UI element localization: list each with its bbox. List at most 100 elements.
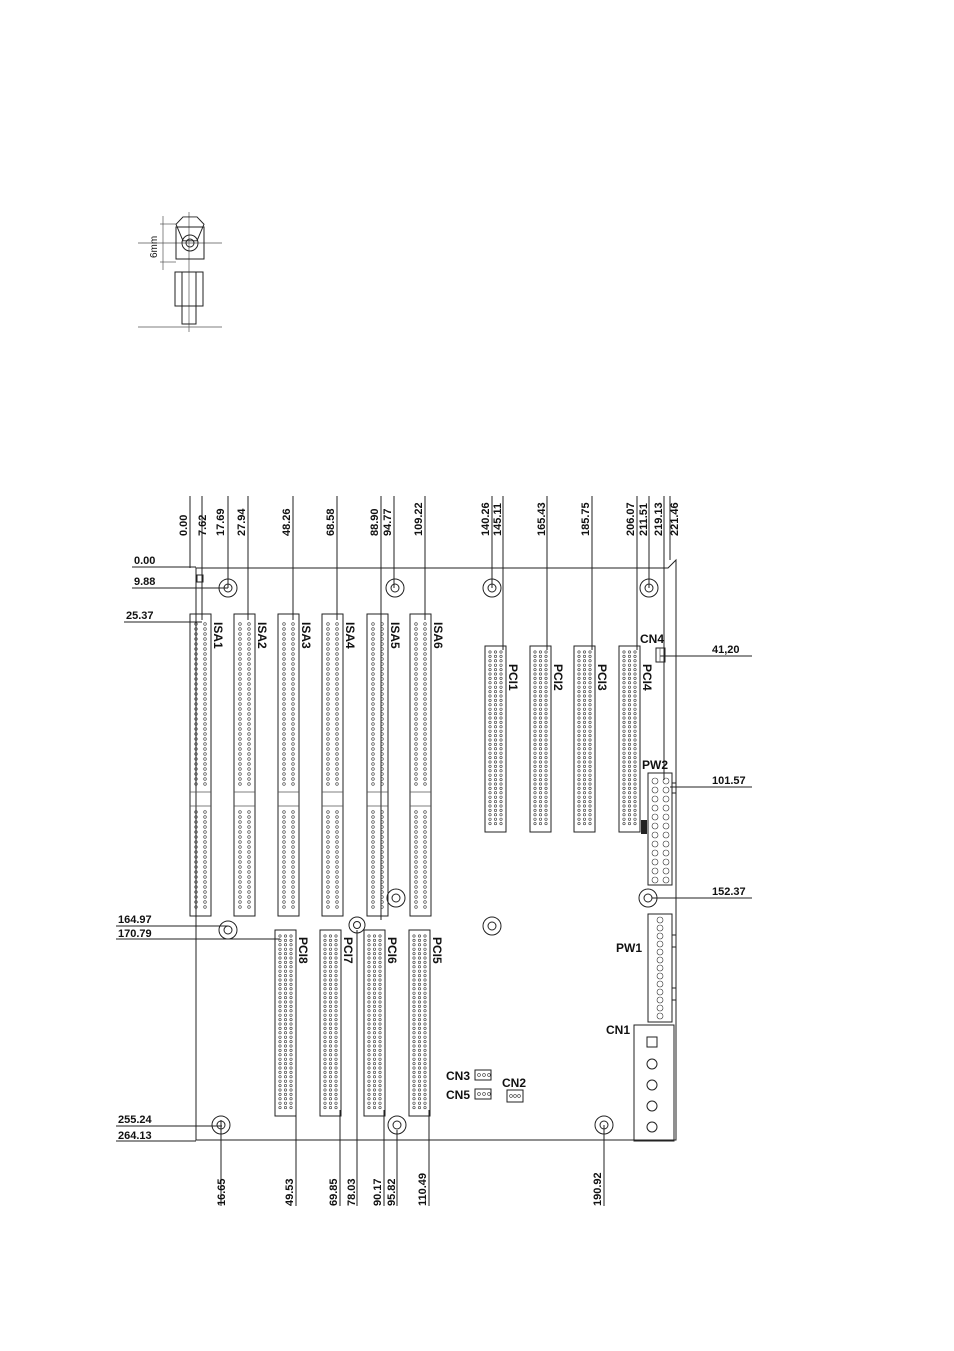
connector-pins (194, 622, 670, 1110)
left-dim-5: 255.24 (118, 1114, 153, 1126)
pci-slot-5: PCI5 (408, 929, 444, 1117)
pci-label-7: PCI7 (341, 937, 355, 964)
pci-label-2: PCI2 (551, 664, 565, 691)
top-dim-11: 165.43 (536, 502, 548, 536)
pci-label-8: PCI8 (296, 937, 310, 964)
isa-label-2: ISA2 (255, 622, 269, 649)
top-dim-8: 109.22 (413, 502, 425, 536)
cn5-label: CN5 (446, 1088, 470, 1102)
left-dim-1: 9.88 (134, 576, 155, 588)
bottom-dim-1: 49.53 (284, 1178, 296, 1206)
pci-label-3: PCI3 (595, 664, 609, 691)
isa-slot-1: ISA1 (189, 613, 225, 917)
pw2-label: PW2 (642, 758, 668, 772)
top-dim-9: 140.26 (480, 502, 492, 536)
top-dim-5: 68.58 (325, 508, 337, 536)
standoff-detail: 6mm (138, 212, 222, 332)
top-dim-14: 211.51 (638, 503, 650, 536)
top-dim-16: 221.46 (669, 502, 681, 536)
pci-slot-6: PCI6 (363, 929, 399, 1117)
left-dim-2: 25.37 (126, 610, 154, 622)
cn2-label: CN2 (502, 1076, 526, 1090)
right-dim-2: 152.37 (712, 886, 746, 898)
pci-slots-upper: PCI1 PCI2 PCI3 PCI4 (484, 645, 654, 834)
isa-slots: ISA1 ISA2 ISA3 ISA4 ISA5 (189, 613, 445, 917)
isa-slot-6: ISA6 (409, 613, 445, 917)
cn4-label: CN4 (640, 632, 664, 646)
mounting-hole (482, 916, 502, 936)
cn4-connector: CN4 (640, 632, 666, 663)
pci-slot-7: PCI7 (319, 929, 355, 1117)
left-dim-0: 0.00 (134, 555, 155, 567)
top-dim-6: 88.90 (369, 508, 381, 536)
isa-label-5: ISA5 (388, 622, 402, 649)
pci-label-5: PCI5 (430, 937, 444, 964)
top-dim-1: 7.62 (197, 515, 209, 536)
mounting-hole (218, 920, 238, 940)
mounting-hole (348, 916, 366, 934)
pci-slot-1: PCI1 (484, 645, 520, 833)
isa-slot-5: ISA5 (366, 613, 402, 917)
top-dim-2: 17.69 (215, 508, 227, 536)
left-dim-6: 264.13 (118, 1130, 152, 1142)
pw1-connector: PW1 (616, 913, 677, 1023)
isa-label-3: ISA3 (299, 622, 313, 649)
pci-slot-2: PCI2 (529, 645, 565, 833)
top-dim-13: 206.07 (625, 502, 637, 536)
board-outline (195, 558, 677, 1141)
top-dim-10: 145.11 (492, 503, 504, 536)
pci-slots-lower: PCI8 PCI7 PCI6 PCI5 (274, 929, 444, 1117)
mounting-hole (594, 1115, 614, 1135)
cn1-label: CN1 (606, 1023, 630, 1037)
top-dimensions: 0.00 7.62 17.69 27.94 48.26 68.58 88.90 … (178, 496, 681, 920)
top-dim-4: 48.26 (281, 508, 293, 536)
mounting-hole (385, 578, 405, 598)
mounting-holes (211, 578, 659, 1135)
cn5-connector: CN5 (446, 1088, 492, 1102)
pci-label-4: PCI4 (640, 664, 654, 691)
mounting-hole (386, 888, 406, 908)
left-dim-3: 164.97 (118, 914, 152, 926)
left-dimensions: 0.00 9.88 25.37 164.97 170.79 255.24 264… (116, 555, 280, 1142)
mounting-hole (211, 1115, 231, 1135)
cn3-connector: CN3 (446, 1069, 492, 1083)
pci-slot-3: PCI3 (573, 645, 609, 833)
bottom-dim-0: 16.65 (216, 1178, 228, 1206)
bottom-dim-5: 95.82 (386, 1178, 398, 1206)
right-dim-0: 41,20 (712, 644, 740, 656)
standoff-dim-label: 6mm (149, 236, 160, 258)
cn1-connector: CN1 (606, 1023, 675, 1142)
mounting-hole (387, 1115, 407, 1135)
top-dim-7: 94.77 (382, 508, 394, 536)
mounting-hole (639, 578, 659, 598)
pci-label-6: PCI6 (385, 937, 399, 964)
top-dim-15: 219.13 (653, 502, 665, 536)
left-dim-4: 170.79 (118, 928, 152, 940)
isa-slot-3: ISA3 (277, 613, 313, 917)
bottom-dim-2: 69.85 (328, 1178, 340, 1206)
pci-label-1: PCI1 (506, 664, 520, 691)
isa-slot-4: ISA4 (321, 613, 357, 917)
bottom-dimensions: 16.65 49.53 69.85 78.03 90.17 95.82 110.… (216, 930, 605, 1206)
bottom-dim-4: 90.17 (372, 1178, 384, 1206)
right-dim-1: 101.57 (712, 775, 746, 787)
top-dim-3: 27.94 (236, 508, 248, 536)
pw2-connector: PW2 (642, 758, 677, 886)
pw1-label: PW1 (616, 941, 642, 955)
top-dim-12: 185.75 (580, 502, 592, 536)
pci-slot-8: PCI8 (274, 929, 310, 1117)
isa-label-6: ISA6 (431, 622, 445, 649)
connectors: CN4 PW2 PW1 CN1 CN3 CN5 (446, 632, 677, 1142)
isa-slot-2: ISA2 (233, 613, 269, 917)
mounting-hole (218, 578, 238, 598)
cn3-label: CN3 (446, 1069, 470, 1083)
bottom-dim-6: 110.49 (417, 1173, 429, 1206)
mounting-hole (482, 578, 502, 598)
isa-label-1: ISA1 (211, 622, 225, 649)
isa-label-4: ISA4 (343, 622, 357, 649)
cn2-connector: CN2 (502, 1076, 526, 1103)
bottom-dim-7: 190.92 (592, 1172, 604, 1206)
bottom-dim-3: 78.03 (346, 1178, 358, 1206)
top-dim-0: 0.00 (178, 515, 190, 536)
